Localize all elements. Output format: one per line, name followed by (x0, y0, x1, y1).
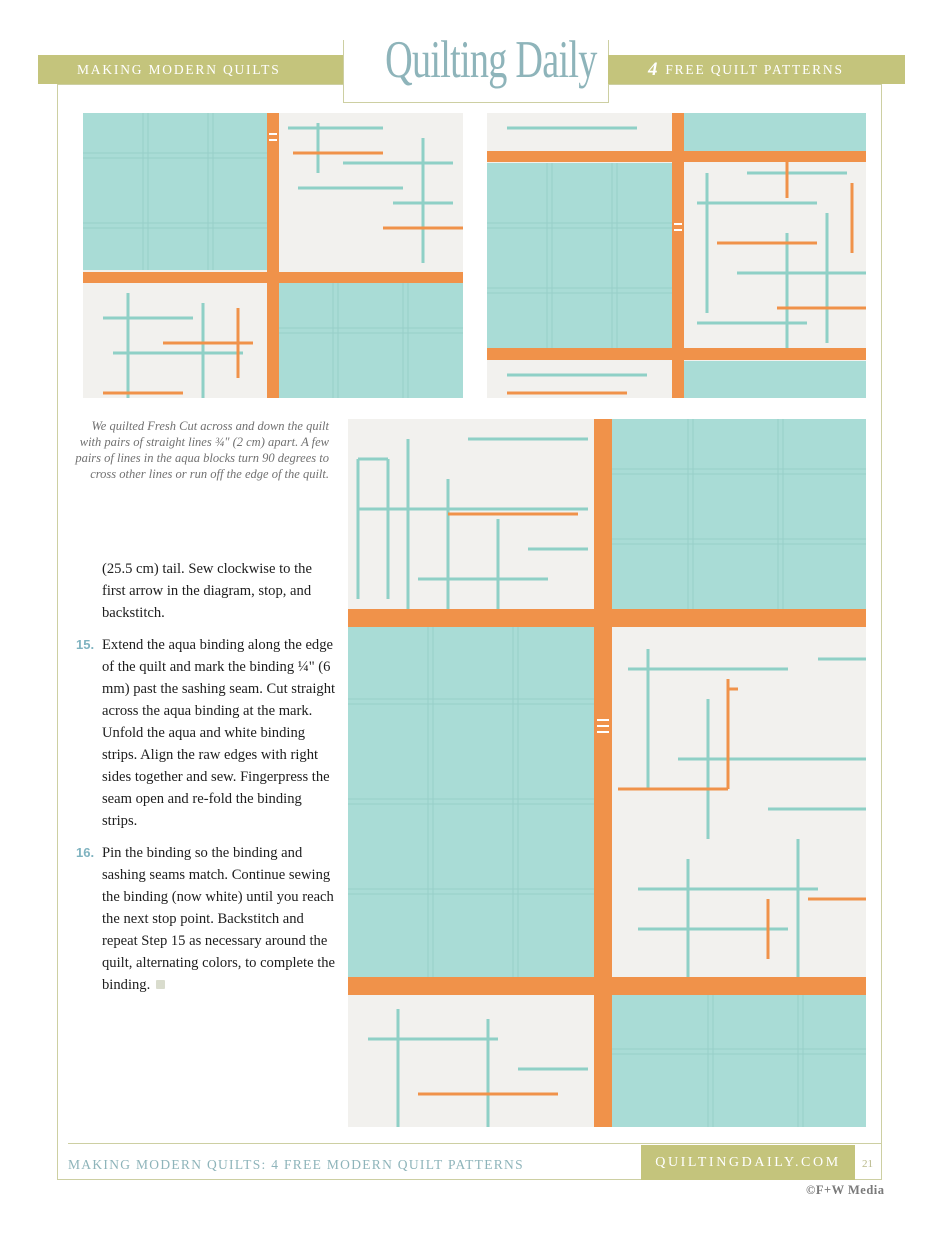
header-right-number: 4 (648, 59, 660, 80)
end-mark-icon (156, 980, 166, 989)
header-left-label: MAKING MODERN QUILTS (77, 62, 281, 77)
quilt-photo-top-right (487, 113, 866, 398)
step-15: 15. Extend the aqua binding along the edg… (76, 634, 338, 832)
step-number: 16. (76, 845, 95, 860)
intro-paragraph: (25.5 cm) tail. Sew clockwise to the fir… (76, 558, 338, 624)
intro-text: (25.5 cm) tail. Sew clockwise to the fir… (102, 561, 312, 621)
header-right-band: 4 FREE QUILT PATTERNS (608, 55, 905, 84)
footer-title: MAKING MODERN QUILTS: 4 FREE MODERN QUIL… (68, 1157, 524, 1172)
step-text: Pin the binding so the binding and sashi… (102, 845, 336, 993)
footer-divider (68, 1143, 882, 1144)
quilt-photo-top-left (83, 113, 463, 398)
step-16: 16. Pin the binding so the binding and sa… (76, 842, 338, 996)
photo-caption: We quilted Fresh Cut across and down the… (75, 419, 329, 481)
footer-website-link[interactable]: QUILTINGDAILY.COM (641, 1145, 855, 1180)
header-left-band: MAKING MODERN QUILTS (38, 55, 344, 84)
step-number: 15. (76, 637, 95, 652)
step-text: Extend the aqua binding along the edge o… (102, 637, 336, 829)
header-logo: Quilting Daily (343, 34, 609, 103)
header-right-label: FREE QUILT PATTERNS (665, 62, 844, 77)
quilt-photo-large (348, 419, 866, 1127)
instructions-body: (25.5 cm) tail. Sew clockwise to the fir… (76, 558, 338, 1006)
page-number: 21 (862, 1158, 873, 1170)
copyright: ©F+W Media (806, 1183, 885, 1197)
logo-text: Quilting Daily (385, 31, 597, 89)
